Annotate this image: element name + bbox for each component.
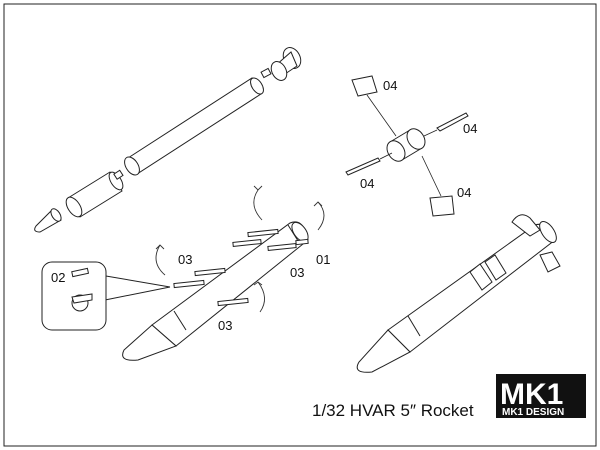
sheet-frame: [3, 3, 597, 447]
part-label-03-b: 03: [290, 265, 304, 280]
sheet-title: 1/32 HVAR 5″ Rocket: [312, 401, 474, 420]
assembled-rocket: [356, 214, 561, 373]
part-label-01: 01: [316, 252, 330, 267]
brand-logo: MK1 MK1 DESIGN: [496, 374, 586, 418]
part-label-03-c: 03: [218, 318, 232, 333]
brand-name: MK1 DESIGN: [502, 407, 564, 418]
brand-mark: MK1: [500, 378, 563, 411]
curved-arrow-icon: [155, 185, 325, 313]
part-label-04-b: 04: [463, 121, 477, 136]
part-label-02: 02: [51, 270, 65, 285]
rocket-with-strips: [122, 221, 309, 361]
exploded-rocket-body: [34, 47, 302, 233]
part-label-04-d: 04: [457, 185, 471, 200]
magnifier-detail-icon: [41, 261, 171, 331]
part-label-03-a: 03: [178, 252, 192, 267]
part-label-04-a: 04: [383, 78, 397, 93]
tail-fin-exploded: [345, 75, 469, 217]
part-label-04-c: 04: [360, 176, 374, 191]
